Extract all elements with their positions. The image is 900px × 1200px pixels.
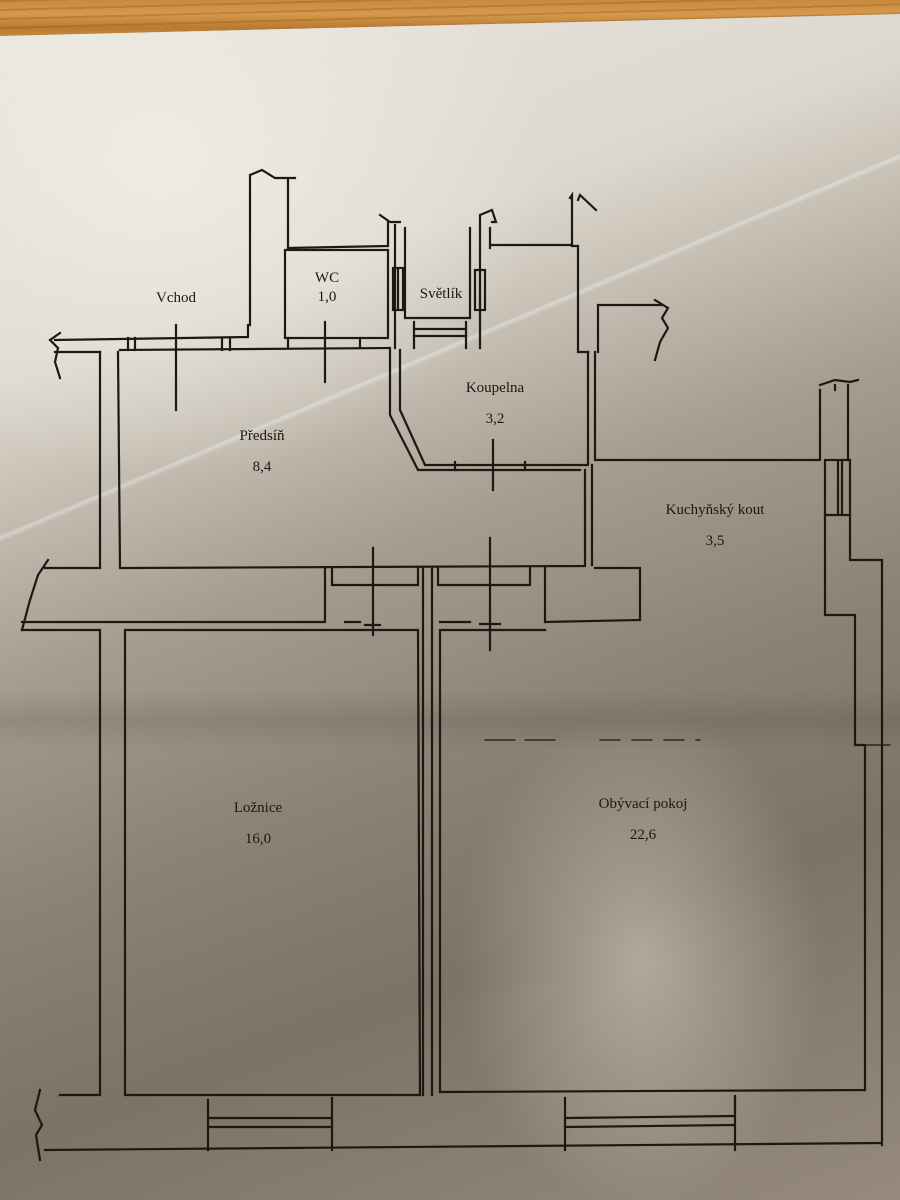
lightwell-walls	[391, 208, 498, 350]
room-area: 1,0	[317, 289, 337, 306]
room-label-kitchenette: Kuchyňský kout 3,5	[666, 502, 765, 551]
room-label-entrance: Vchod	[156, 290, 196, 307]
room-label-wc: WC 1,0	[315, 270, 339, 307]
room-name: Světlík	[419, 286, 463, 302]
living-room-walls	[438, 350, 891, 1147]
room-name: WC	[314, 270, 340, 286]
room-name: Obývací pokoj	[598, 796, 688, 812]
room-label-lightwell: Světlík	[420, 286, 463, 303]
room-area: 3,2	[485, 411, 505, 428]
bedroom-walls	[20, 566, 434, 1097]
room-label-bedroom: Ložnice 16,0	[234, 800, 282, 849]
bathroom-walls	[388, 191, 670, 492]
room-area: 22,6	[629, 827, 657, 844]
room-label-hallway: Předsíň 8,4	[240, 428, 285, 477]
wc-walls	[283, 248, 390, 384]
hallway-top-wall	[48, 323, 392, 412]
room-name: Kuchyňský kout	[665, 502, 765, 518]
bottom-wall-windows	[33, 1088, 882, 1162]
wall-column-top-left	[248, 168, 402, 327]
room-area: 16,0	[244, 831, 272, 848]
paper-fold-shadow	[0, 690, 900, 750]
room-area: 8,4	[252, 459, 272, 476]
room-name: Ložnice	[233, 800, 283, 816]
hallway-walls	[20, 350, 587, 652]
room-area: 3,5	[705, 533, 725, 550]
room-name: Koupelna	[465, 380, 525, 396]
room-name: Předsíň	[239, 428, 285, 444]
corridor-walls	[20, 566, 642, 624]
room-label-bathroom: Koupelna 3,2	[466, 380, 524, 429]
room-label-living-room: Obývací pokoj 22,6	[599, 796, 688, 845]
room-name: Vchod	[156, 290, 196, 306]
